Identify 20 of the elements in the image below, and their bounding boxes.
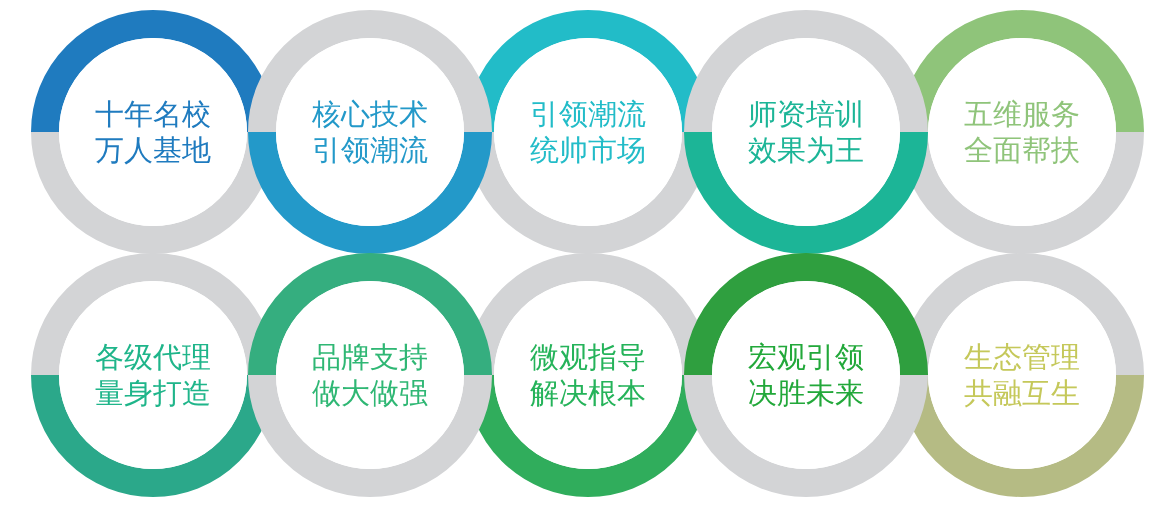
ring-text: 量身打造	[94, 375, 212, 411]
ring-text: 引领潮流	[311, 132, 429, 168]
ring-text: 万人基地	[94, 132, 212, 168]
ring-text: 微观指导	[529, 339, 647, 375]
ring-text: 核心技术	[311, 96, 429, 132]
ring-text: 决胜未来	[747, 375, 865, 411]
ring-text: 全面帮扶	[963, 132, 1081, 168]
ring-text: 效果为王	[747, 132, 865, 168]
ring-text: 宏观引领	[747, 339, 865, 375]
ring-text: 五维服务	[963, 96, 1081, 132]
ring-text: 做大做强	[311, 375, 429, 411]
ring-text: 师资培训	[747, 96, 865, 132]
ring-text: 生态管理	[963, 339, 1081, 375]
ring-text: 各级代理	[94, 339, 212, 375]
ring-text: 解决根本	[529, 375, 647, 411]
ring-text: 统帅市场	[529, 132, 647, 168]
ring-text: 十年名校	[94, 96, 212, 132]
ring-text: 品牌支持	[311, 339, 429, 375]
ring-text: 引领潮流	[529, 96, 647, 132]
ring-text: 共融互生	[963, 375, 1081, 411]
